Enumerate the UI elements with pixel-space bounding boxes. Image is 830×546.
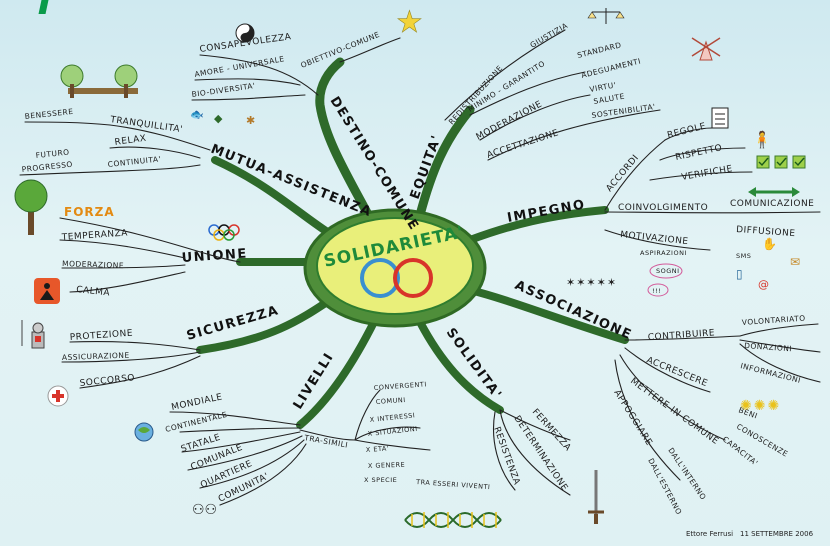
item-aspirazioni: ASPIRAZIONI <box>640 249 687 257</box>
item-temperanza: TEMPERANZA <box>61 228 129 243</box>
branch-equita <box>415 105 475 220</box>
branch-group-solidita: SOLIDITA' FERMEZZA DETERMINAZIONE RESIST… <box>443 326 604 524</box>
branch-livelli <box>296 316 379 429</box>
item-convergenti: CONVERGENTI <box>374 380 427 392</box>
phone-icon: ▯ <box>736 267 743 281</box>
branch-group-livelli: LIVELLI MONDIALE CONTINENTALE STATALE CO… <box>134 350 502 528</box>
item-exclaim: !!! <box>652 287 661 295</box>
item-amore-universale: AMORE - UNIVERSALE <box>194 54 285 79</box>
butterfly-icon: ✱ <box>246 114 255 127</box>
item-x-situazioni: X SITUAZIONI <box>367 425 418 438</box>
dna-icon <box>404 512 502 528</box>
item-progresso: PROGRESSO <box>21 160 73 174</box>
interlocking-rings-icon <box>360 258 433 298</box>
branch-group-equita: EQUITA' REDISTRIBUZIONE GIUSTIZIA MINIMO… <box>408 8 721 201</box>
item-relax: RELAX <box>114 134 147 148</box>
item-adeguamenti: ADEGUAMENTI <box>580 56 642 80</box>
branch-impegno <box>466 206 609 244</box>
arrows-icon <box>748 187 800 197</box>
at-icon: @ <box>758 278 769 291</box>
branch-sicurezza <box>196 296 334 354</box>
tree-icon <box>14 179 48 235</box>
item-benessere: BENESSERE <box>24 107 74 121</box>
branch-solidita <box>416 318 504 414</box>
envelope-icon: ✉ <box>790 255 800 269</box>
item-donazioni: DONAZIONI <box>744 341 793 353</box>
item-moderazione-unione: MODERAZIONE <box>62 259 124 270</box>
tortoise-icon: ◆ <box>214 112 223 125</box>
item-regole: REGOLE <box>666 122 707 141</box>
stars-icon: ✶✶✶✶✶ <box>566 276 617 289</box>
checkmark-icon <box>756 155 806 169</box>
item-soccorso: SOCCORSO <box>79 373 135 389</box>
item-rispetto: RISPETTO <box>675 143 724 163</box>
item-verifiche: VERIFICHE <box>681 164 734 183</box>
star-icon: ★ <box>396 5 423 40</box>
people-icon: ⚇⚇ <box>192 502 217 518</box>
signature-date: 11 SETTEMBRE 2006 <box>740 530 814 538</box>
coins-icon: ✺✺✺ <box>740 398 781 414</box>
signature: Ettore Ferrusi 11 SETTEMBRE 2006 <box>686 530 814 538</box>
item-tranquillita: TRANQUILLITA' <box>109 115 184 135</box>
branch-mutua <box>211 156 336 239</box>
item-tra-esseri-viventi: TRA ESSERI VIVENTI <box>415 478 491 491</box>
branch-group-sicurezza: SICUREZZA PROTEZIONE ASSICURAZIONE SOCCO… <box>21 303 281 407</box>
item-futuro: FUTURO <box>35 147 70 160</box>
birds-icon: 🐟 <box>190 108 204 121</box>
item-x-specie: X SPECIE <box>364 476 397 484</box>
checklist-icon <box>711 107 729 129</box>
item-sms: SMS <box>736 252 751 260</box>
branch-associazione <box>466 286 629 344</box>
item-virtu: VIRTU' <box>589 80 617 94</box>
item-continuita: CONTINUITA' <box>107 154 161 169</box>
red-cross-icon <box>47 385 69 407</box>
item-contribuire: CONTRIBUIRE <box>648 328 716 343</box>
item-salute: SALUTE <box>593 92 626 106</box>
olympic-rings-icon <box>208 224 240 241</box>
branch-label-livelli: LIVELLI <box>291 350 338 412</box>
yin-yang-icon <box>235 23 255 43</box>
item-comuni: COMUNI <box>376 396 406 406</box>
globe-icon <box>134 422 154 442</box>
windmill-icon <box>691 37 721 61</box>
item-accordi: ACCORDI <box>605 153 642 194</box>
item-protezione: PROTEZIONE <box>70 329 134 343</box>
item-forza: FORZA <box>64 205 115 219</box>
handshake-icon: ✋ <box>762 237 777 251</box>
item-mondiale: MONDIALE <box>171 392 224 413</box>
signature-author: Ettore Ferrusi <box>686 530 733 538</box>
person-icon: 🧍 <box>752 130 772 149</box>
sword-icon <box>588 470 604 524</box>
trees-icon <box>60 64 138 98</box>
center-node: SOLIDARIETA' <box>303 208 487 328</box>
item-statale: STATALE <box>180 433 222 455</box>
item-diffusione: DIFFUSIONE <box>736 225 796 239</box>
item-x-genere: X GENERE <box>368 461 406 470</box>
branch-group-unione: UNIONE FORZA TEMPERANZA MODERAZIONE CALM… <box>14 179 248 304</box>
branch-destino <box>315 57 377 227</box>
item-volontariato: VOLONTARIATO <box>742 314 806 327</box>
scales-icon <box>587 8 625 24</box>
item-coinvolgimento: COINVOLGIMENTO <box>618 203 708 213</box>
item-accrescere: ACCRESCERE <box>645 356 709 390</box>
main-branches <box>196 57 629 429</box>
item-sogni: SOGNI <box>656 267 680 275</box>
item-x-eta: X ETA' <box>366 444 390 454</box>
knight-icon <box>21 320 45 349</box>
meditation-icon <box>34 278 60 304</box>
item-biodiversita: BIO-DIVERSITA' <box>191 81 256 99</box>
item-giustizia: GIUSTIZIA <box>529 21 570 50</box>
item-comunicazione: COMUNICAZIONE <box>730 199 814 209</box>
item-x-interessi: X INTERESSI <box>369 411 415 424</box>
item-assicurazione: ASSICURAZIONE <box>62 351 130 362</box>
item-standard: STANDARD <box>576 40 622 60</box>
item-motivazione: MOTIVAZIONE <box>620 230 689 247</box>
item-calma: CALMA <box>76 285 111 299</box>
